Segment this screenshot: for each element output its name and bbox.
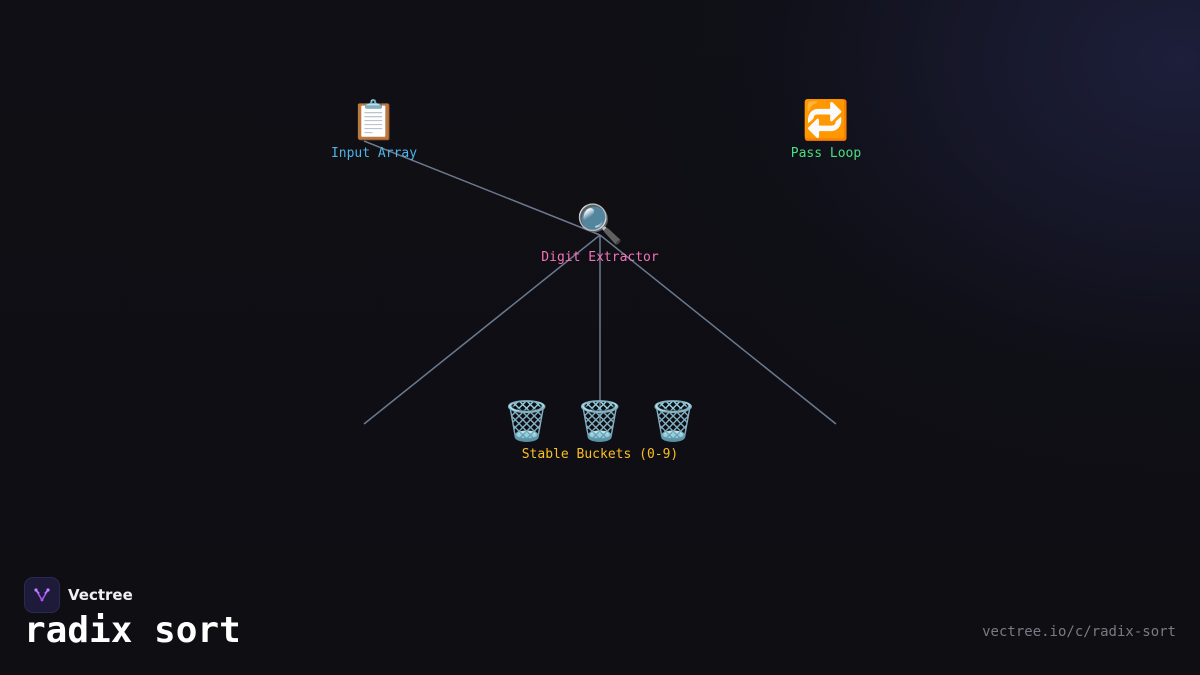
node-input-array[interactable]: 📋 Input Array	[331, 98, 417, 161]
page-url[interactable]: vectree.io/c/radix-sort	[982, 624, 1176, 640]
edge-extractor-to-bucket-left	[363, 234, 601, 425]
repeat-icon: 🔁	[802, 98, 850, 142]
wastebasket-icon: 🗑️	[649, 399, 697, 443]
node-stable-buckets[interactable]: 🗑️ 🗑️ 🗑️ Stable Buckets (0-9)	[503, 399, 697, 462]
vectree-logo-glyph	[34, 588, 50, 602]
page-title: radix sort	[24, 610, 241, 651]
wastebasket-icon: 🗑️	[503, 399, 551, 443]
node-label: Pass Loop	[790, 146, 862, 161]
brand-name: Vectree	[68, 586, 133, 604]
node-pass-loop[interactable]: 🔁 Pass Loop	[791, 98, 861, 161]
edge-input-to-extractor	[363, 140, 601, 236]
node-digit-extractor[interactable]: 🔍 Digit Extractor	[541, 202, 658, 265]
vectree-logo-icon	[24, 577, 60, 613]
brand[interactable]: Vectree	[24, 577, 133, 613]
buckets-row: 🗑️ 🗑️ 🗑️	[503, 399, 697, 443]
node-label: Stable Buckets (0-9)	[521, 447, 679, 462]
clipboard-icon: 📋	[350, 98, 398, 142]
node-label: Digit Extractor	[541, 250, 659, 265]
node-label: Input Array	[330, 146, 418, 161]
magnifier-icon: 🔍	[576, 202, 624, 246]
wastebasket-icon: 🗑️	[576, 399, 624, 443]
edge-extractor-to-bucket-right	[599, 234, 837, 425]
